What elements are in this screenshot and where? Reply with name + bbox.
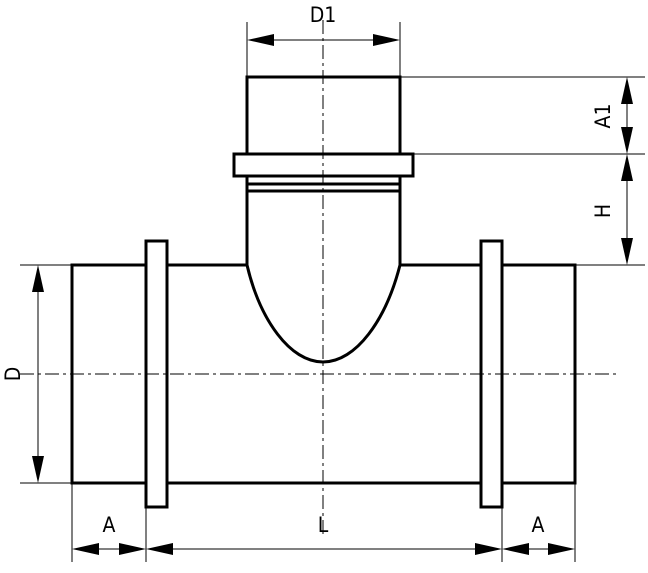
dimension-a-right: A [502,513,575,555]
label-a-right: A [532,513,545,537]
branch-pipe [232,75,415,364]
label-l: L [318,513,329,537]
dimension-h: H [591,154,633,265]
label-h: H [591,204,615,218]
dimension-a-left: A [72,513,146,555]
extension-lines [20,22,645,562]
branch-saddle [245,176,402,364]
dimension-d1: D1 [247,3,400,46]
dimension-a1: A1 [591,77,633,154]
dimension-d: D [1,265,44,483]
label-a-left: A [103,513,116,537]
label-a1: A1 [591,104,615,129]
label-d: D [1,367,25,382]
label-d1: D1 [310,3,337,27]
dimension-l: L [146,513,502,555]
